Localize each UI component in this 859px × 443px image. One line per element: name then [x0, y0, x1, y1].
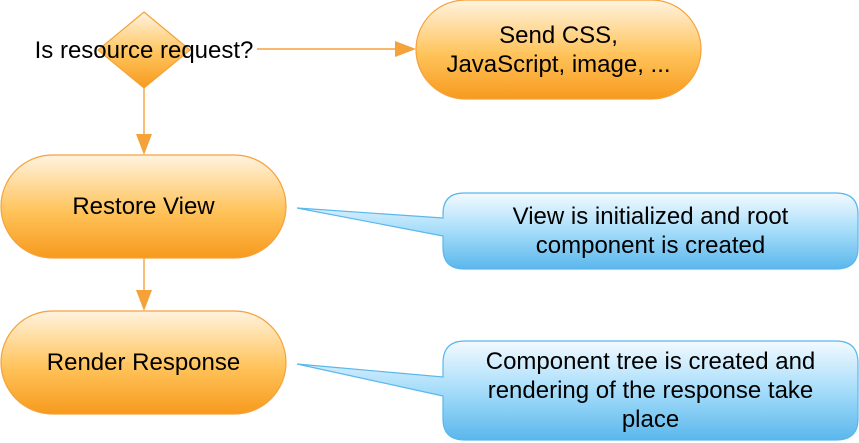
restore-view-callout [296, 192, 859, 270]
arrowhead-decision-to-send [395, 41, 416, 57]
arrowhead-decision-to-restore [136, 134, 152, 155]
restore-view-label: Restore View [72, 193, 215, 220]
render-response-node [0, 310, 287, 415]
arrowhead-restore-to-render [136, 290, 152, 311]
send-resource-node [415, 0, 702, 100]
render-response-note-label: Component tree is created and rendering … [485, 348, 816, 433]
render-response-callout [296, 340, 859, 441]
restore-view-note-label: View is initialized and root component i… [512, 203, 789, 259]
send-resource-label: Send CSS, JavaScript, image, ... [446, 21, 671, 78]
render-response-label: Render Response [46, 349, 241, 376]
decision-label: Is resource request? [34, 36, 254, 64]
